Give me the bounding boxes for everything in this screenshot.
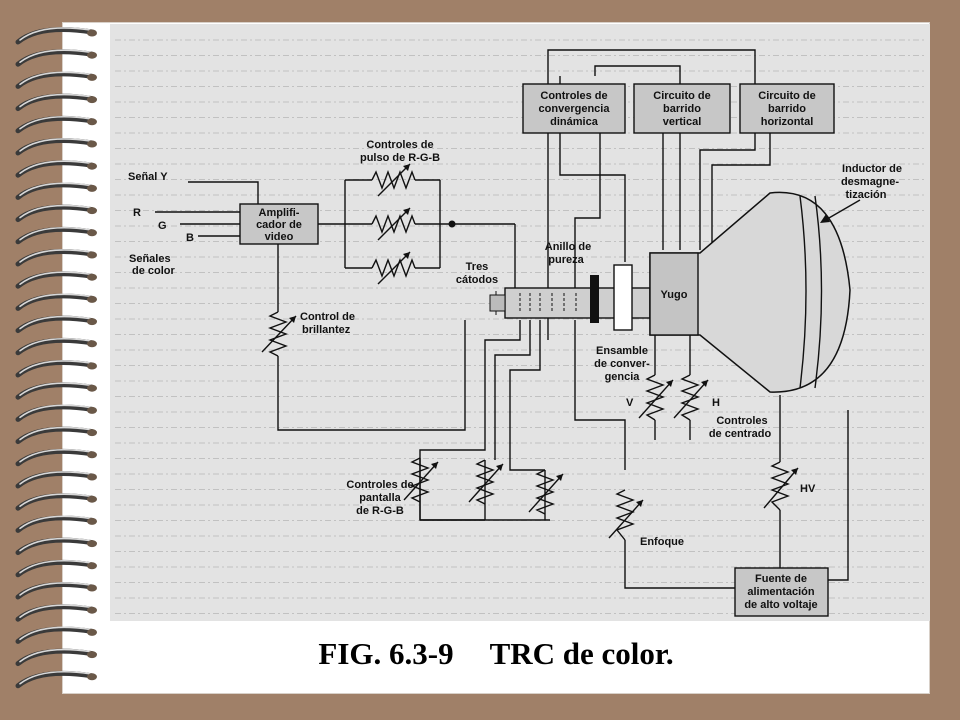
pulse-controls-label-2: pulso de R-G-B [360, 152, 440, 164]
screen-controls-label-3: de R-G-B [356, 505, 404, 517]
cathodes-label-2: cátodos [456, 274, 498, 286]
purity-ring-label-2: pureza [548, 254, 584, 266]
brightness-label-2: brillantez [302, 324, 351, 336]
amplifier-label-2: cador de [256, 219, 302, 231]
pulse-controls-label-1: Controles de [366, 139, 433, 151]
binding-ring [15, 138, 97, 156]
senales-color-label-1: Señales [129, 253, 171, 265]
binding-ring [15, 315, 97, 334]
binding-ring [15, 249, 97, 267]
binding-ring [15, 226, 97, 245]
horizontal-sweep-box [739, 83, 835, 134]
binding-ring [15, 49, 97, 67]
senales-color-label-2: de color [132, 265, 176, 277]
figure-number: FIG. 6.3-9 [318, 636, 454, 671]
binding-ring [15, 382, 97, 400]
binding-ring [15, 27, 97, 45]
degauss-label-1: Inductor de [842, 163, 902, 175]
yoke-label: Yugo [661, 289, 688, 301]
convergence-assembly-label-3: gencia [605, 371, 641, 383]
input-g-label: G [158, 220, 167, 232]
binding-ring [15, 604, 97, 622]
hv-supply-label-1: Fuente de [755, 573, 807, 585]
screen-controls-label-1: Controles de [346, 479, 413, 491]
diagram-labels: Señal Y R G B Señales de color Amplifi- … [128, 90, 902, 611]
figure-caption: FIG. 6.3-9 TRC de color. [62, 636, 930, 672]
hv-supply-box [734, 567, 829, 617]
binding-ring [15, 426, 97, 445]
binding-ring [15, 360, 97, 378]
junction-dot [448, 220, 456, 228]
horizontal-sweep-label-2: barrido [768, 103, 806, 115]
screen-controls-label-2: pantalla [359, 492, 401, 504]
binding-ring [15, 93, 97, 112]
dynamic-convergence-label-2: convergencia [539, 103, 611, 115]
convergence-assembly-label-1: Ensamble [596, 345, 648, 357]
binding-ring [15, 559, 97, 578]
binding-ring [15, 582, 97, 600]
binding-ring [15, 293, 97, 311]
binding-ring [15, 537, 97, 556]
crt-tube [489, 191, 861, 393]
binding-ring [15, 271, 97, 289]
purity-ring-label-1: Anillo de [545, 241, 591, 253]
focus-label: Enfoque [640, 536, 684, 548]
degauss-label-3: tización [846, 189, 887, 201]
hv-supply-label-2: alimentación [747, 586, 815, 598]
brightness-label-1: Control de [300, 311, 355, 323]
binding-ring [15, 71, 97, 89]
binding-ring [15, 204, 97, 223]
hv-label: HV [800, 483, 816, 495]
binding-ring [15, 404, 97, 422]
hv-supply-label-3: de alto voltaje [744, 599, 817, 611]
amplifier-box [239, 203, 319, 245]
binding-ring [15, 337, 97, 356]
horizontal-sweep-label-3: horizontal [761, 116, 814, 128]
vertical-sweep-label-3: vertical [663, 116, 702, 128]
binding-ring [15, 648, 97, 667]
horizontal-sweep-label-1: Circuito de [758, 90, 815, 102]
v-label: V [626, 397, 634, 409]
binding-ring [15, 670, 97, 689]
binding-ring [15, 471, 97, 489]
centering-label-1: Controles [716, 415, 767, 427]
dynamic-convergence-label-1: Controles de [540, 90, 607, 102]
binding-ring [15, 182, 97, 200]
dynamic-convergence-label-3: dinámica [550, 116, 599, 128]
dynamic-convergence-box [522, 83, 626, 134]
figure-title: TRC de color. [489, 636, 674, 671]
binding-ring [15, 626, 97, 644]
convergence-assembly-label-2: de conver- [594, 358, 650, 370]
degauss-label-2: desmagne- [841, 176, 899, 188]
vertical-sweep-label-1: Circuito de [653, 90, 710, 102]
h-label: H [712, 397, 720, 409]
resistors [261, 163, 799, 541]
binding-ring [15, 160, 97, 178]
amplifier-label-3: video [265, 231, 294, 243]
vertical-sweep-label-2: barrido [663, 103, 701, 115]
binding-ring [15, 515, 97, 533]
vertical-sweep-box [633, 83, 731, 134]
input-b-label: B [186, 232, 194, 244]
binding-ring [15, 115, 97, 134]
binding-ring [15, 448, 97, 467]
cathodes-label-1: Tres [466, 261, 489, 273]
senal-y-label: Señal Y [128, 171, 168, 183]
centering-label-2: de centrado [709, 428, 772, 440]
amplifier-label-1: Amplifi- [259, 207, 300, 219]
binding-ring [15, 493, 97, 511]
input-r-label: R [133, 207, 141, 219]
